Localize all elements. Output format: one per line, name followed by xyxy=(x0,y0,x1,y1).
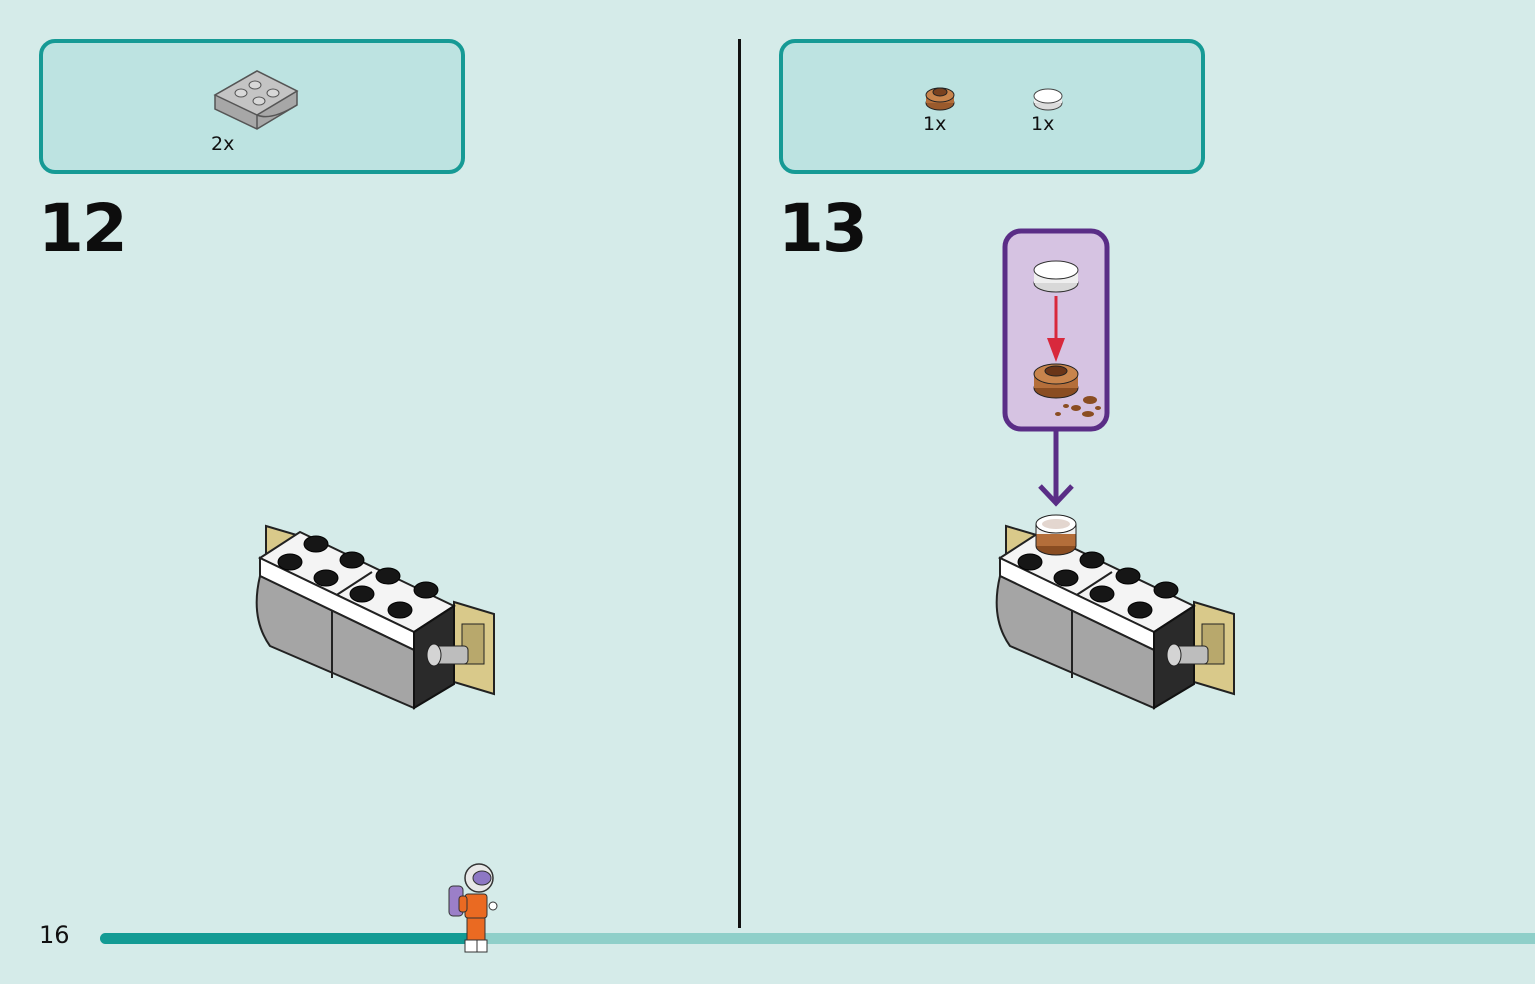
grey-inverted-slope-part-icon xyxy=(213,70,299,130)
step-number-13: 13 xyxy=(778,190,868,267)
parts-box-step-13: 1x 1x xyxy=(779,39,1205,174)
progress-bar-fill xyxy=(100,933,474,944)
brown-round-plate-part-icon xyxy=(925,87,955,111)
parts-box-step-12: 2x xyxy=(39,39,465,174)
step-divider xyxy=(738,39,741,928)
part-quantity: 1x xyxy=(1031,113,1055,135)
white-round-plate-part-icon xyxy=(1033,88,1063,111)
sub-assembly-callout xyxy=(1002,228,1110,507)
step-12-assembly-illustration xyxy=(255,524,495,710)
part-quantity: 2x xyxy=(211,133,235,155)
part-quantity: 1x xyxy=(923,113,947,135)
astronaut-figure-icon xyxy=(448,863,498,953)
step-number-12: 12 xyxy=(38,190,128,267)
progress-bar xyxy=(100,933,1535,944)
page-number: 16 xyxy=(39,921,70,949)
step-13-assembly-illustration xyxy=(995,514,1235,710)
